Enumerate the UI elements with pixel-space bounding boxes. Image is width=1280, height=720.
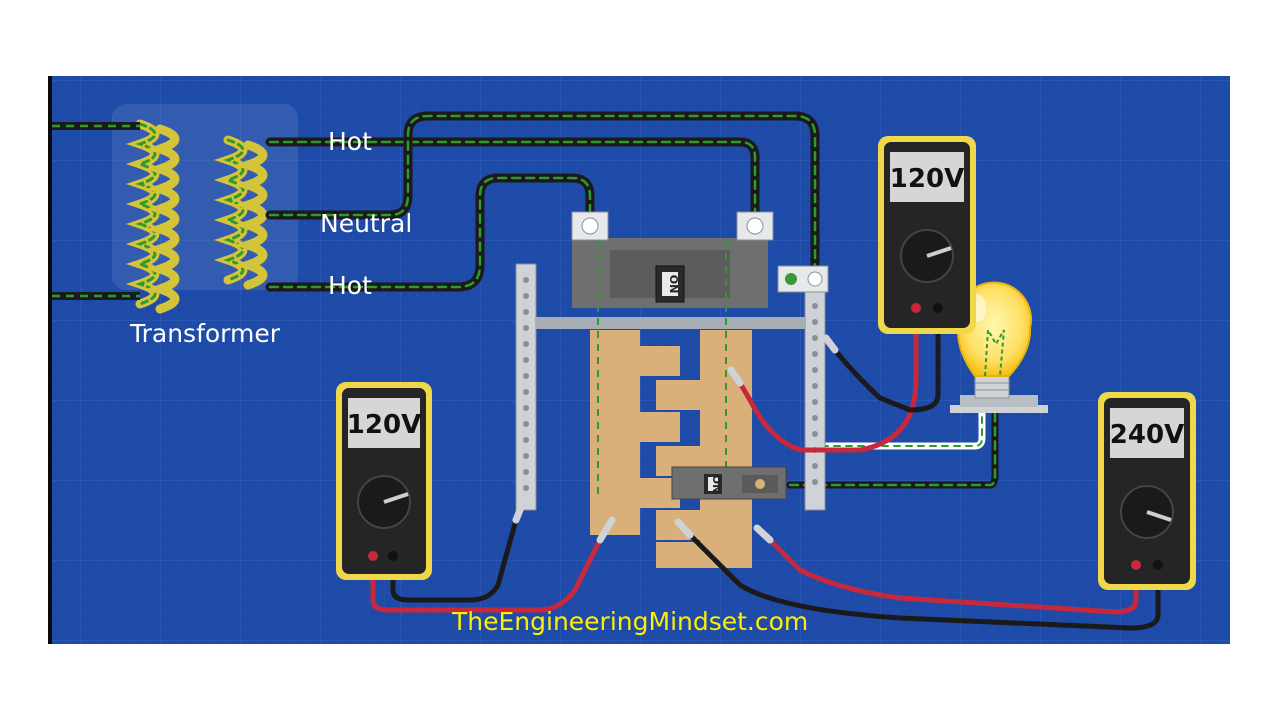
multimeter-icon: 120V bbox=[878, 136, 976, 334]
hot-bottom-label: Hot bbox=[328, 271, 372, 300]
probe-leads bbox=[370, 302, 1161, 631]
multimeter-icon: 120V bbox=[336, 382, 432, 580]
main-breaker-label: ON bbox=[667, 275, 680, 294]
right-meter-reading: 240V bbox=[1110, 420, 1184, 450]
multimeter-icon: 240V bbox=[1098, 392, 1196, 590]
transformer-coil-icon bbox=[52, 104, 298, 314]
watermark: TheEngineeringMindset.com bbox=[451, 607, 808, 636]
transformer-label: Transformer bbox=[129, 319, 281, 348]
top-right-meter-reading: 120V bbox=[890, 164, 964, 194]
branch-breaker-label: ON bbox=[710, 475, 723, 494]
hot-top-label: Hot bbox=[328, 127, 372, 156]
wires bbox=[265, 111, 999, 489]
left-meter-reading: 120V bbox=[347, 410, 421, 440]
neutral-label: Neutral bbox=[320, 209, 412, 238]
breaker-panel-icon: ON ON bbox=[515, 211, 829, 568]
